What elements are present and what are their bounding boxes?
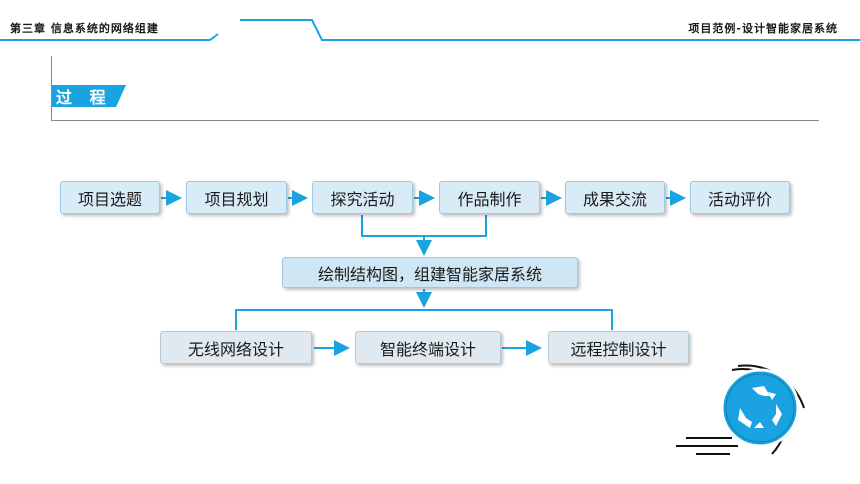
step-planning: 项目规划	[186, 181, 287, 214]
step-build-system: 绘制结构图，组建智能家居系统	[282, 257, 578, 288]
step-production: 作品制作	[439, 181, 540, 214]
recycle-icon	[676, 364, 805, 455]
header-rule	[0, 19, 860, 41]
chapter-title: 第三章 信息系统的网络组建	[10, 22, 159, 35]
design-wireless-network: 无线网络设计	[160, 331, 312, 364]
step-sharing: 成果交流	[565, 181, 665, 214]
section-badge-label: 过 程	[56, 88, 112, 107]
step-evaluation: 活动评价	[690, 181, 790, 214]
design-remote-control: 远程控制设计	[548, 331, 689, 364]
section-badge	[52, 85, 126, 107]
step-exploration: 探究活动	[312, 181, 413, 214]
section-divider-vertical	[51, 56, 52, 120]
step-topic: 项目选题	[60, 181, 160, 214]
design-smart-terminal: 智能终端设计	[355, 331, 501, 364]
section-divider-horizontal	[51, 120, 819, 121]
case-title: 项目范例-设计智能家居系统	[688, 22, 838, 35]
